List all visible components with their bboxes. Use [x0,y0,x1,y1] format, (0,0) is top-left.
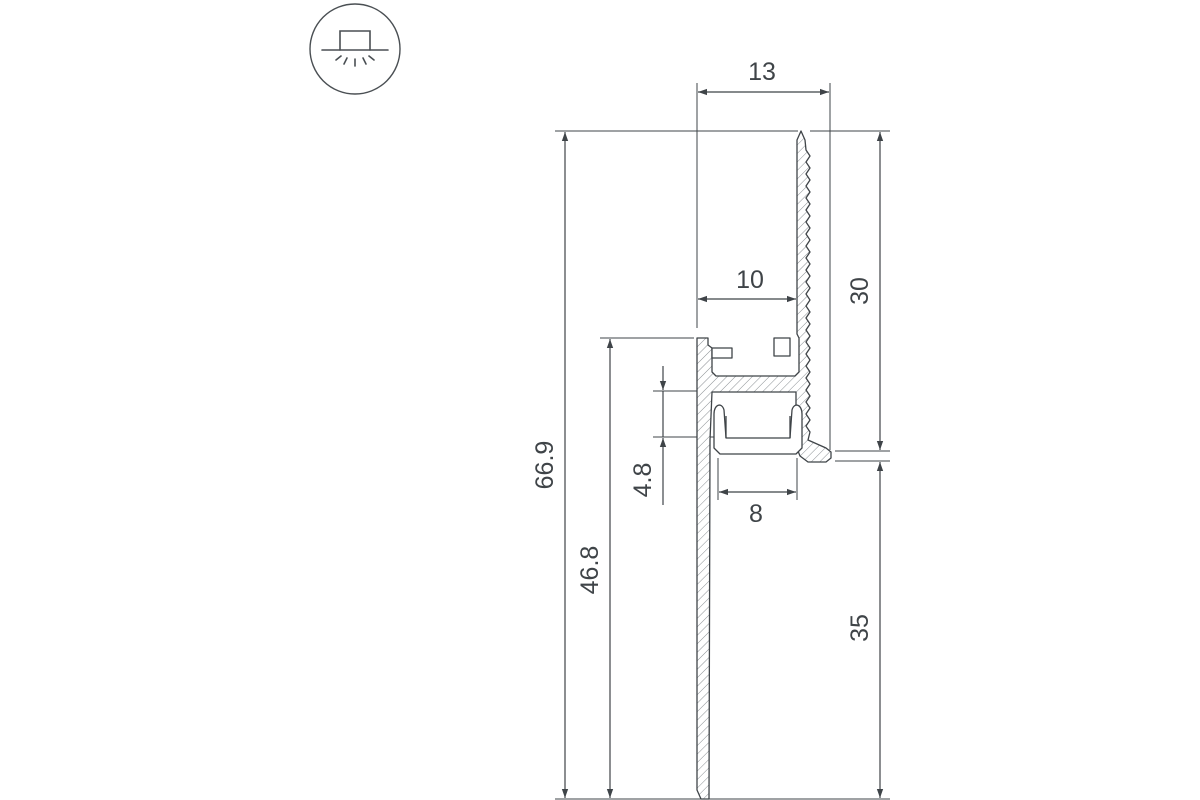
extension-lines [555,83,890,800]
dimension-66-9: 66.9 [531,132,569,798]
top-groove-right [773,337,791,357]
dim-label-channel-width: 8 [749,500,763,528]
dim-label-height-upper: 30 [846,277,874,305]
dimension-30: 30 [846,132,884,450]
icon-light-rays [335,55,375,67]
dim-label-height-total: 66.9 [531,441,559,490]
dimension-8: 8 [719,488,796,528]
dimension-13: 13 [698,58,829,96]
mounting-type-icon [309,3,401,95]
dimension-46-8: 46.8 [576,339,614,798]
dim-label-height-flange: 46.8 [576,546,604,595]
dimension-4-8: 4.8 [629,366,667,505]
dimension-10: 10 [698,266,796,303]
led-channel-inner [725,416,791,438]
dimension-35: 35 [846,462,884,798]
top-groove-left [711,347,733,359]
profile-section [696,130,832,800]
dim-label-height-lower: 35 [846,614,874,642]
dim-label-width-inner: 10 [736,266,764,294]
led-channel [713,404,803,455]
profile-body [696,130,832,800]
icon-luminaire [339,30,371,51]
dim-label-width-top: 13 [748,58,776,86]
icon-circle [309,3,401,95]
dim-label-channel-depth: 4.8 [629,463,657,498]
